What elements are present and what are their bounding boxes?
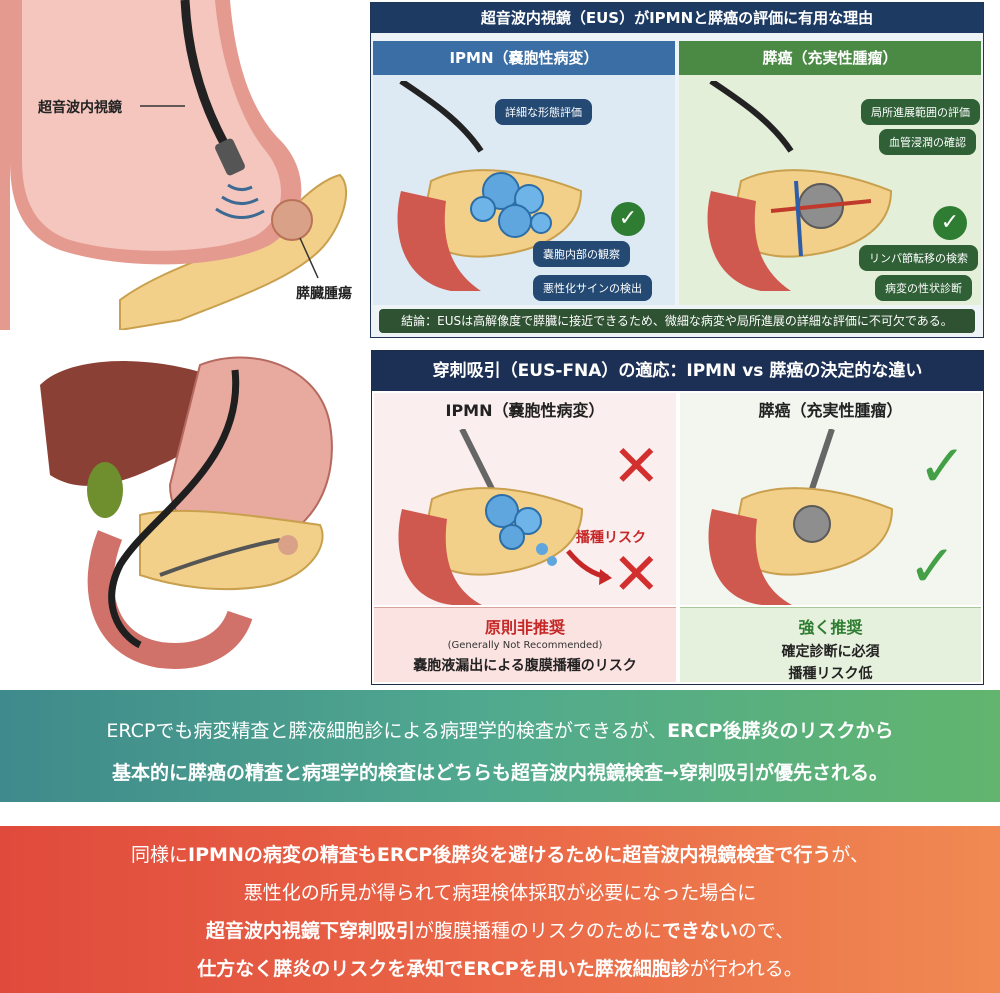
risk-arrow-icon <box>566 549 612 585</box>
eus-reasons-panel: 超音波内視鏡（EUS）がIPMNと膵癌の評価に有用な理由 IPMN（嚢胞性病変）… <box>370 2 984 338</box>
fna-left-cross-icon-top: ✕ <box>612 432 661 500</box>
banner1-line1-a: ERCPでも病変精査と膵液細胞診による病理学的検査ができるが、 <box>106 720 668 742</box>
eus-conclusion: 結論：EUSは高解像度で膵臓に接近できるため、微細な病変や局所進展の詳細な評価に… <box>379 309 975 333</box>
banner2-line1: 同様にIPMNの病変の精査もERCP後膵炎を避けるために超音波内視鏡検査で行うが… <box>0 840 1000 867</box>
banner2-line1-b: IPMNの病変の精査もERCP後膵炎を避けるために超音波内視鏡検査で行う <box>188 844 832 866</box>
banner2-line3: 超音波内視鏡下穿刺吸引が腹膜播種のリスクのためにできないので、 <box>0 916 1000 943</box>
fna-right-line2: 播種リスク低 <box>788 666 873 682</box>
fna-right-check-icon-top: ✓ <box>918 432 967 500</box>
ercp-note-banner: ERCPでも病変精査と膵液細胞診による病理学的検査ができるが、ERCP後膵炎のリ… <box>0 690 1000 802</box>
eus-left-pill-2: 嚢胞内部の観察 <box>533 241 630 267</box>
eus-left-check-icon: ✓ <box>611 202 645 236</box>
banner2-line2: 悪性化の所見が得られて病理検体採取が必要になった場合に <box>243 882 757 904</box>
banner2-line3-b: が腹膜播種のリスクのために <box>414 920 662 942</box>
seeding-risk-label: 播種リスク <box>576 530 646 546</box>
cancer-fna-svg <box>708 429 894 605</box>
fna-left-verdict: 原則非推奨 <box>484 618 565 637</box>
banner2-line4-b: が行われる。 <box>689 958 803 980</box>
fna-right-verdict: 強く推奨 <box>798 618 863 637</box>
banner2-line3-d: ので、 <box>737 920 795 942</box>
cancer-eus-svg <box>707 81 893 291</box>
fna-left-reason: 嚢胞液漏出による腹膜播種のリスク <box>413 658 637 674</box>
ipmn-note-banner: 同様にIPMNの病変の精査もERCP後膵炎を避けるために超音波内視鏡検査で行うが… <box>0 826 1000 993</box>
ipmn-fna-svg <box>398 429 584 605</box>
banner2-line3-c: できない <box>661 920 738 942</box>
banner2-line1-a: 同様に <box>131 844 189 866</box>
eus-right-check-icon: ✓ <box>933 206 967 240</box>
banner1-line1: ERCPでも病変精査と膵液細胞診による病理学的検査ができるが、ERCP後膵炎のリ… <box>0 716 1000 743</box>
eus-left-pill-1: 詳細な形態評価 <box>495 99 592 125</box>
fna-left-header: IPMN（嚢胞性病変） <box>445 401 605 420</box>
stomach-eus-svg <box>0 0 348 330</box>
eus-panel-title: 超音波内視鏡（EUS）がIPMNと膵癌の評価に有用な理由 <box>371 3 983 33</box>
banner1-line1-b: ERCP後膵炎のリスクから <box>667 720 894 742</box>
fna-panel-title: 穿刺吸引（EUS-FNA）の適応：IPMN vs 膵癌の決定的な違い <box>372 351 983 391</box>
banner2-line4: 仕方なく膵炎のリスクを承知でERCPを用いた膵液細胞診が行われる。 <box>0 954 1000 981</box>
stomach-eus-illustration: 超音波内視鏡 膵臓腫瘍 <box>0 0 362 330</box>
fna-right-line1: 確定診断に必須 <box>781 644 880 660</box>
anatomy-svg <box>40 356 333 669</box>
fna-right-header: 膵癌（充実性腫瘤） <box>758 401 903 420</box>
banner2-line1-c: が、 <box>831 844 869 866</box>
ipmn-eus-svg <box>397 81 583 291</box>
fna-right-check-icon-bottom: ✓ <box>908 532 957 600</box>
eus-left-header: IPMN（嚢胞性病変） <box>373 41 675 75</box>
fna-right-verdict-box: 強く推奨 確定診断に必須 播種リスク低 <box>680 607 981 682</box>
eus-right-pill-2: 血管浸潤の確認 <box>879 129 976 155</box>
fna-left-cross-icon-bottom: ✕ <box>612 540 661 608</box>
fna-left-verdict-en: (Generally Not Recommended) <box>447 640 603 651</box>
eus-right-pill-1: 局所進展範囲の評価 <box>861 99 980 125</box>
ercp-anatomy-illustration <box>30 345 360 675</box>
eus-right-header: 膵癌（充実性腫瘤） <box>679 41 981 75</box>
banner2-line4-a: 仕方なく膵炎のリスクを承知でERCPを用いた膵液細胞診 <box>197 958 690 980</box>
banner1-line2: 基本的に膵癌の精査と病理学的検査はどちらも超音波内視鏡検査→穿刺吸引が優先される… <box>112 762 888 784</box>
fna-left-verdict-box: 原則非推奨 (Generally Not Recommended) 嚢胞液漏出に… <box>374 607 676 682</box>
eus-left-pill-3: 悪性化サインの検出 <box>533 275 652 301</box>
eus-right-pill-4: 病変の性状診断 <box>875 275 972 301</box>
banner2-line3-a: 超音波内視鏡下穿刺吸引 <box>205 920 415 942</box>
scope-label: 超音波内視鏡 <box>38 100 122 116</box>
fna-indication-panel: 穿刺吸引（EUS-FNA）の適応：IPMN vs 膵癌の決定的な違い IPMN（… <box>371 350 984 685</box>
tumor-label: 膵臓腫瘍 <box>296 286 352 302</box>
eus-right-pill-3: リンパ節転移の検索 <box>859 245 978 271</box>
